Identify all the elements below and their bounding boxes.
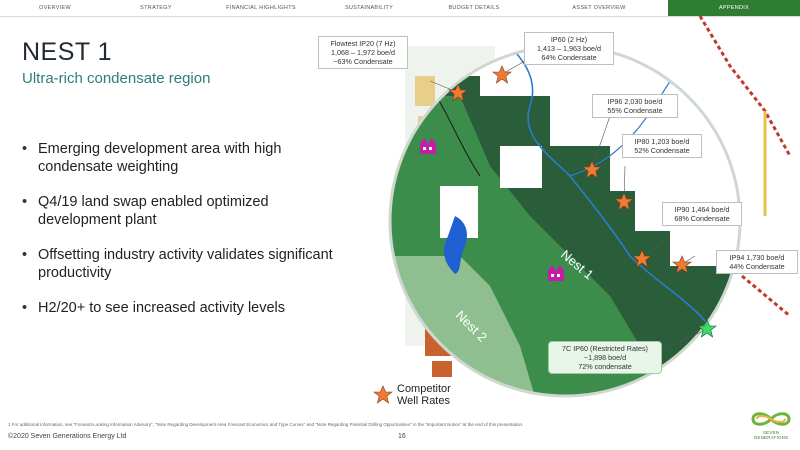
bullet-item: Q4/19 land swap enabled optimized develo… (22, 193, 352, 229)
legend-label: Competitor Well Rates (397, 383, 451, 407)
logo-mark-icon (751, 412, 791, 426)
callout-ip60-7c: 7C IP60 (Restricted Rates) ~1,898 boe/d … (548, 341, 662, 374)
plant-icon (420, 138, 436, 154)
callout-ip96: IP96 2,030 boe/d 55% Condensate (592, 94, 678, 118)
callout-line: 1,068 – 1,972 boe/d (331, 48, 395, 57)
white-parcel (500, 146, 542, 188)
company-logo: SEVEN GENERATIONS (745, 408, 797, 446)
callout-ip80: IP80 1,203 boe/d 52% Condensate (622, 134, 702, 158)
callout-line: IP80 1,203 boe/d (634, 137, 690, 146)
bullet-item: Offsetting industry activity validates s… (22, 246, 352, 282)
callout-line: Flowtest IP20 (7 Hz) (330, 39, 396, 48)
copyright: ©2020 Seven Generations Energy Ltd (8, 433, 127, 440)
bullet-item: Emerging development area with high cond… (22, 140, 352, 176)
callout-line: 55% Condensate (607, 106, 663, 115)
footnote: 1 For additional information, see "Forwa… (8, 422, 524, 427)
callout-line: 68% Condensate (674, 214, 730, 223)
tab-sustainability[interactable]: SUSTAINABILITY (344, 5, 394, 11)
tab-financial-highlights[interactable]: FINANCIAL HIGHLIGHTS (226, 5, 296, 11)
plant-icon (548, 265, 564, 281)
legend-star-icon (373, 385, 393, 404)
page-title: NEST 1 (22, 38, 113, 66)
competitor-star-icon (492, 65, 512, 84)
callout-line: 72% condensate (578, 362, 632, 371)
tab-budget-details[interactable]: BUDGET DETAILS (448, 5, 500, 11)
lake (444, 216, 467, 274)
land-parcel-tan (415, 76, 435, 106)
callout-flowtest: Flowtest IP20 (7 Hz) 1,068 – 1,972 boe/d… (318, 36, 408, 69)
callout-line: IP60 (2 Hz) (550, 35, 588, 44)
tab-asset-overview[interactable]: ASSET OVERVIEW (572, 5, 626, 11)
competitor-star-icon (582, 160, 602, 179)
callout-line: 44% Condensate (729, 262, 785, 271)
tab-appendix[interactable]: APPENDIX (668, 0, 800, 16)
callout-line: IP94 1,730 boe/d (729, 253, 785, 262)
land-parcel-orange (432, 361, 452, 377)
competitor-star-icon (672, 255, 692, 274)
callout-line: 1,413 – 1,963 boe/d (537, 44, 601, 53)
page-subtitle: Ultra-rich condensate region (22, 70, 211, 87)
callout-line: 52% Condensate (634, 146, 690, 155)
legend-line: Well Rates (397, 395, 450, 407)
callout-line: 7C IP60 (Restricted Rates) (562, 344, 648, 353)
callout-line: ~1,898 boe/d (583, 353, 627, 362)
callout-leader (659, 329, 706, 352)
top-nav: OVERVIEW STRATEGY FINANCIAL HIGHLIGHTS S… (0, 0, 800, 17)
page-number: 16 (398, 433, 406, 440)
road (741, 274, 791, 318)
highlight-star-icon (697, 319, 717, 338)
tab-strategy[interactable]: STRATEGY (140, 5, 172, 11)
callout-line: 64% Condensate (541, 53, 597, 62)
legend-line: Competitor (397, 383, 451, 395)
callout-ip90: IP90 1,464 boe/d 68% Condensate (662, 202, 742, 226)
bullet-list: Emerging development area with high cond… (22, 140, 352, 334)
competitor-star-icon (632, 249, 652, 268)
callout-ip94: IP94 1,730 boe/d 44% Condensate (716, 250, 798, 274)
road (698, 16, 792, 157)
competitor-star-icon (448, 83, 468, 102)
bullet-item: H2/20+ to see increased activity levels (22, 299, 352, 317)
callout-leader (591, 115, 611, 169)
competitor-star-icon (614, 192, 634, 211)
callout-line: ~63% Condensate (333, 57, 393, 66)
callout-line: IP96 2,030 boe/d (607, 97, 663, 106)
callout-ip60: IP60 (2 Hz) 1,413 – 1,963 boe/d 64% Cond… (524, 32, 614, 65)
logo-text: SEVEN GENERATIONS (753, 430, 789, 440)
tab-overview[interactable]: OVERVIEW (39, 5, 71, 11)
callout-leader (643, 240, 666, 257)
callout-line: IP90 1,464 boe/d (674, 205, 730, 214)
